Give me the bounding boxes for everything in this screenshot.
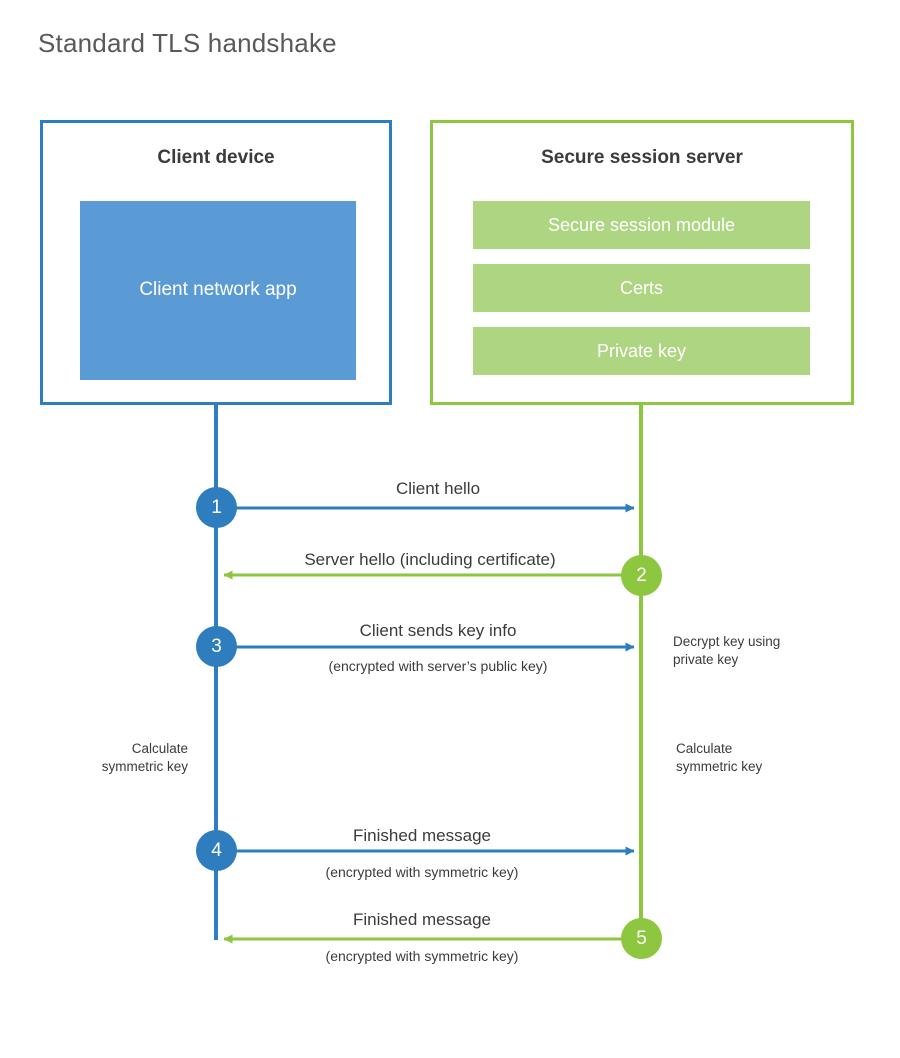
step-5-sub-text: (encrypted with symmetric key)	[325, 948, 519, 964]
step-1-main-text: Client hello	[395, 479, 481, 498]
step-3-main-text: Client sends key info	[359, 621, 517, 640]
step-5-label: Finished message	[212, 911, 632, 928]
server-block-certs: Certs	[473, 264, 810, 312]
annotation-client-calculate-symmetric-key: Calculate symmetric key	[101, 741, 188, 774]
step-4-label: Finished message	[212, 827, 632, 844]
client-network-app-block: Client network app	[80, 201, 356, 380]
client-device-box: Client device Client network app	[40, 120, 392, 405]
step-marker-5[interactable]: 5	[621, 918, 662, 959]
server-block-private-key: Private key	[473, 327, 810, 375]
step-marker-4[interactable]: 4	[196, 830, 237, 871]
step-marker-3[interactable]: 3	[196, 626, 237, 667]
step-1-label: Client hello	[228, 480, 648, 497]
step-4-sub-text: (encrypted with symmetric key)	[325, 864, 519, 880]
server-block-secure-session-module: Secure session module	[473, 201, 810, 249]
step-3-sub-text: (encrypted with server’s public key)	[328, 658, 548, 674]
annotation-decrypt-key: Decrypt key using private key	[673, 634, 781, 667]
step-3-label: Client sends key info	[228, 622, 648, 639]
secure-session-server-box: Secure session server Secure session mod…	[430, 120, 854, 405]
step-marker-2[interactable]: 2	[621, 555, 662, 596]
step-2-label: Server hello (including certificate)	[220, 551, 640, 568]
step-4-main-text: Finished message	[353, 826, 491, 845]
step-5-main-text: Finished message	[353, 910, 491, 929]
annotation-server-calculate-symmetric-key: Calculate symmetric key	[676, 741, 763, 774]
step-5-sublabel: (encrypted with symmetric key)	[212, 949, 632, 963]
step-marker-1[interactable]: 1	[196, 487, 237, 528]
step-2-main-text: Server hello (including certificate)	[304, 550, 556, 569]
client-device-title: Client device	[157, 147, 275, 168]
step-3-sublabel: (encrypted with server’s public key)	[228, 659, 648, 673]
page-title: Standard TLS handshake	[38, 28, 337, 58]
secure-session-server-title: Secure session server	[541, 147, 743, 168]
step-4-sublabel: (encrypted with symmetric key)	[212, 865, 632, 879]
